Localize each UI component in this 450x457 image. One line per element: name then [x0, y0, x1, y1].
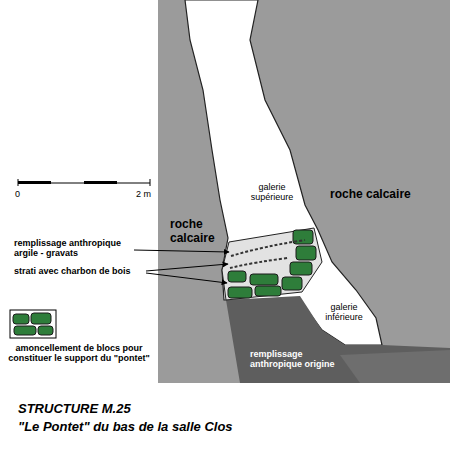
- charcoal-layer: [230, 258, 288, 268]
- leader-line: [146, 273, 227, 283]
- charcoal-layer: [231, 240, 305, 256]
- cave-gallery: [185, 0, 382, 345]
- block: [38, 326, 53, 335]
- legend-swatch: [10, 310, 56, 338]
- figure-caption: "Le Pontet" du bas de la salle Clos: [18, 420, 438, 435]
- gallery-label: galerie inférieure: [318, 302, 370, 323]
- figure-title: STRUCTURE M.25: [18, 402, 438, 417]
- scale-tick: [150, 179, 151, 186]
- block: [255, 286, 281, 296]
- rock-label: roche calcaire: [170, 218, 224, 246]
- original-fill-band: [340, 350, 450, 383]
- scale-segment: [84, 181, 117, 184]
- block-pile: [228, 230, 316, 298]
- gallery-label: galerie supérieure: [246, 182, 298, 203]
- anthropic-fill: [222, 228, 322, 300]
- block: [296, 246, 316, 260]
- scale-number: 0: [15, 189, 27, 199]
- legend-text: amoncellement de blocs pour constituer l…: [4, 343, 154, 364]
- block: [13, 314, 29, 324]
- limestone-rock: [158, 0, 450, 383]
- scale-tick: [18, 179, 19, 186]
- leader-line: [134, 250, 229, 252]
- block: [228, 271, 246, 282]
- block: [282, 277, 302, 290]
- swatch-frame: [10, 310, 56, 338]
- original-fill: [226, 296, 450, 383]
- layer-callout: strati avec charbon de bois: [14, 266, 146, 276]
- block: [290, 262, 312, 275]
- block: [228, 287, 252, 298]
- fill-label: remplissage anthropique origine: [250, 349, 346, 370]
- rock-label: roche calcaire: [330, 188, 442, 202]
- fill-callout: remplissage anthropique argile - gravats: [14, 238, 132, 259]
- block: [250, 274, 278, 285]
- block: [14, 326, 36, 335]
- scale-number: 2 m: [136, 189, 166, 199]
- leader-line: [146, 264, 228, 271]
- scale-segment: [18, 181, 51, 184]
- block: [31, 313, 51, 324]
